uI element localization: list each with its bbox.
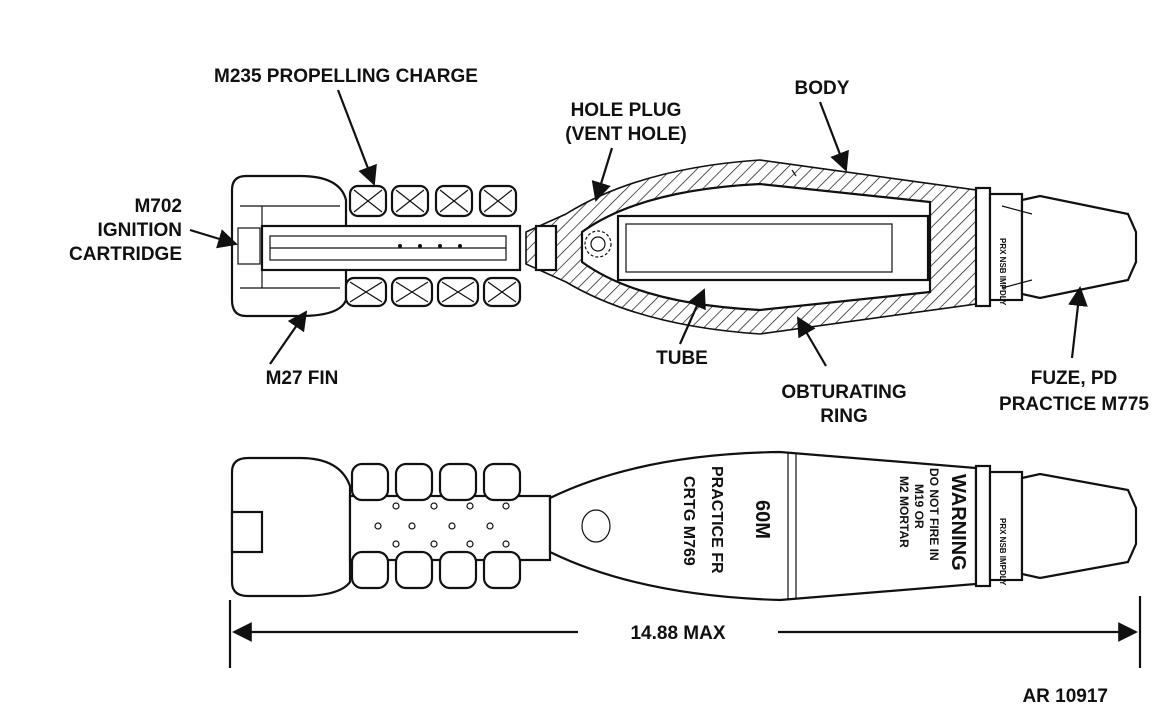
warning-line-2: M19 OR — [912, 484, 926, 529]
vent-hole-exterior — [581, 509, 611, 543]
exterior-view: PRX NSB IMPDLY 60M PRACTICE FR CRTG M769… — [230, 450, 1138, 602]
hole-plug — [584, 230, 612, 258]
label-ignition-1: M702 — [134, 196, 182, 217]
label-ignition-2: IGNITION — [98, 220, 182, 241]
label-obturating-1: OBTURATING — [781, 382, 906, 403]
propellant-increments-bottom — [344, 276, 522, 308]
callout-labels: M235 PROPELLING CHARGE HOLE PLUG (VENT H… — [69, 66, 1149, 707]
caliber-marking: 60M — [751, 500, 773, 539]
dimension-label: 14.88 MAX — [630, 623, 725, 644]
propellant-exterior-bottom — [350, 550, 522, 590]
practice-marking-2: CRTG M769 — [680, 476, 697, 566]
warning-title: WARNING — [947, 474, 969, 571]
label-tube: TUBE — [656, 348, 708, 369]
label-fuze-1: FUZE, PD — [1031, 368, 1118, 389]
propellant-exterior-top — [350, 462, 522, 502]
label-fuze-2: PRACTICE M775 — [999, 394, 1149, 415]
propellant-increments-top — [348, 184, 518, 218]
label-hole-plug-1: HOLE PLUG — [571, 100, 682, 121]
boom-vent-holes — [374, 502, 510, 548]
figure-id: AR 10917 — [1022, 686, 1108, 707]
label-propelling-charge: M235 PROPELLING CHARGE — [214, 66, 478, 87]
fuze-exterior — [1020, 472, 1138, 580]
label-hole-plug-2: (VENT HOLE) — [565, 124, 686, 145]
cutaway-view: PRX NSB IMPDLY — [230, 159, 1138, 335]
overall-length-dimension: 14.88 MAX — [228, 596, 1142, 668]
leader-lines — [189, 89, 1088, 367]
boom-holes — [398, 244, 462, 248]
warning-line-3: M2 MORTAR — [897, 476, 911, 548]
fuze-markings-bottom: PRX NSB IMPDLY — [998, 518, 1007, 586]
label-obturating-2: RING — [820, 406, 868, 427]
fuze — [1020, 194, 1138, 300]
label-ignition-3: CARTRIDGE — [69, 244, 182, 265]
warning-line-1: DO NOT FIRE IN — [927, 468, 941, 561]
inner-tube — [616, 214, 930, 282]
fuze-markings-top: PRX NSB IMPDLY — [998, 238, 1007, 306]
label-body: BODY — [795, 78, 850, 99]
label-fin: M27 FIN — [266, 368, 339, 389]
fuze-collar — [974, 186, 992, 308]
practice-marking-1: PRACTICE FR — [708, 466, 725, 574]
